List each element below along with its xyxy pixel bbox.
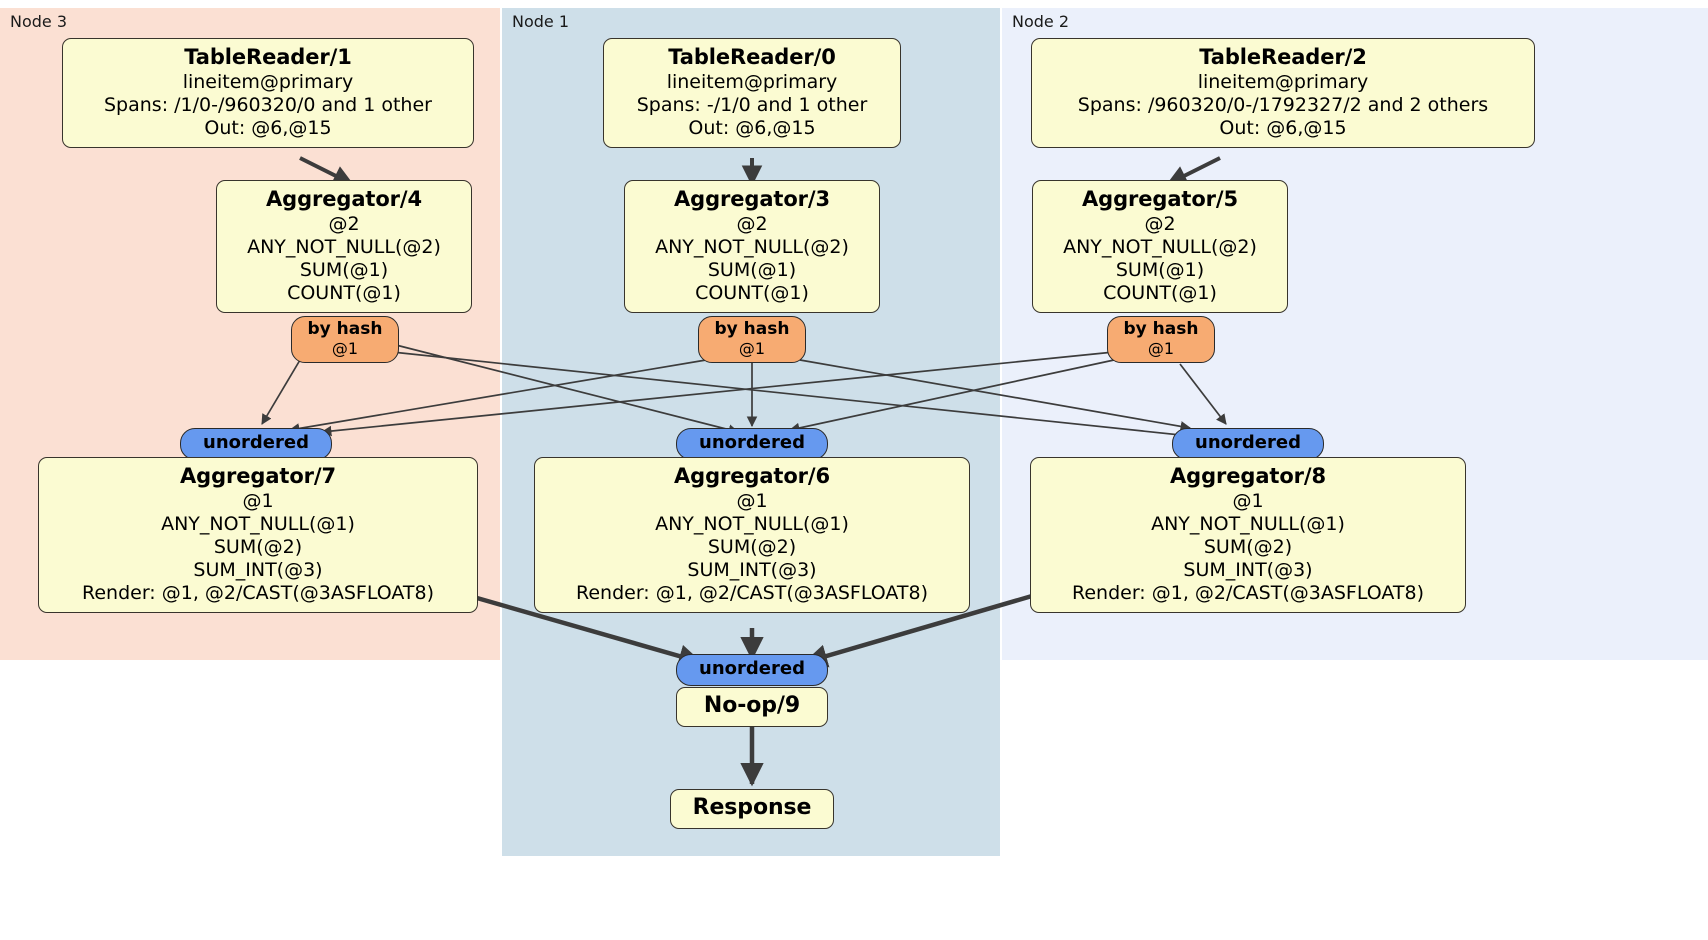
- processor-title: No-op/9: [703, 693, 801, 718]
- processor-title: Response: [692, 795, 812, 820]
- processor-title: TableReader/0: [668, 45, 836, 69]
- router-column: @1: [1147, 338, 1175, 358]
- processor-aggregator-6[interactable]: Aggregator/6 @1 ANY_NOT_NULL(@1) SUM(@2)…: [534, 457, 970, 614]
- processor-detail: Render: @1, @2/CAST(@3ASFLOAT8): [576, 582, 928, 605]
- processor-title: TableReader/2: [1199, 45, 1367, 69]
- router-column: @1: [331, 338, 359, 358]
- processor-detail: ANY_NOT_NULL(@1): [1151, 512, 1345, 535]
- processor-title: Aggregator/4: [265, 187, 423, 211]
- processor-detail: @1: [1232, 489, 1264, 512]
- processor-detail: Render: @1, @2/CAST(@3ASFLOAT8): [82, 582, 434, 605]
- processor-detail: lineitem@primary: [182, 70, 354, 93]
- processor-detail: ANY_NOT_NULL(@2): [247, 235, 441, 258]
- router-label: by hash: [714, 319, 790, 339]
- processor-detail: lineitem@primary: [1197, 70, 1369, 93]
- hash-router-node-2[interactable]: by hash @1: [1107, 316, 1215, 363]
- processor-detail: SUM_INT(@3): [1183, 559, 1313, 582]
- router-label: by hash: [1123, 319, 1199, 339]
- processor-detail: COUNT(@1): [1103, 282, 1217, 305]
- synchronizer-label: unordered: [699, 432, 805, 453]
- processor-detail: @2: [736, 212, 768, 235]
- processor-aggregator-8[interactable]: Aggregator/8 @1 ANY_NOT_NULL(@1) SUM(@2)…: [1030, 457, 1466, 614]
- synchronizer-label: unordered: [203, 432, 309, 453]
- router-column: @1: [738, 338, 766, 358]
- processor-detail: SUM_INT(@3): [193, 559, 323, 582]
- panel-node-3-label: Node 3: [10, 12, 68, 31]
- panel-node-1-label: Node 1: [512, 12, 570, 31]
- processor-title: Aggregator/8: [1169, 464, 1327, 488]
- processor-aggregator-3[interactable]: Aggregator/3 @2 ANY_NOT_NULL(@2) SUM(@1)…: [624, 180, 880, 314]
- processor-title: Aggregator/3: [673, 187, 831, 211]
- processor-detail: @1: [736, 489, 768, 512]
- processor-detail: @2: [328, 212, 360, 235]
- processor-title: Aggregator/7: [179, 464, 337, 488]
- router-label: by hash: [307, 319, 383, 339]
- processor-detail: Out: @6,@15: [688, 116, 816, 139]
- hash-router-node-3[interactable]: by hash @1: [291, 316, 399, 363]
- processor-detail: SUM(@2): [213, 535, 303, 558]
- processor-detail: COUNT(@1): [287, 282, 401, 305]
- processor-detail: Out: @6,@15: [1219, 116, 1347, 139]
- processor-detail: Spans: /960320/0-/1792327/2 and 2 others: [1077, 93, 1489, 116]
- processor-detail: @2: [1144, 212, 1176, 235]
- processor-aggregator-5[interactable]: Aggregator/5 @2 ANY_NOT_NULL(@2) SUM(@1)…: [1032, 180, 1288, 314]
- processor-detail: Spans: /1/0-/960320/0 and 1 other: [104, 93, 432, 116]
- synchronizer-label: unordered: [699, 658, 805, 679]
- processor-detail: SUM(@2): [707, 535, 797, 558]
- processor-detail: ANY_NOT_NULL(@2): [655, 235, 849, 258]
- synchronizer-node-2[interactable]: unordered: [1172, 428, 1324, 460]
- synchronizer-label: unordered: [1195, 432, 1301, 453]
- processor-detail: SUM(@2): [1203, 535, 1293, 558]
- processor-detail: ANY_NOT_NULL(@2): [1063, 235, 1257, 258]
- processor-detail: Out: @6,@15: [204, 116, 332, 139]
- processor-table-reader-1[interactable]: TableReader/1 lineitem@primary Spans: /1…: [62, 38, 474, 149]
- processor-aggregator-7[interactable]: Aggregator/7 @1 ANY_NOT_NULL(@1) SUM(@2)…: [38, 457, 478, 614]
- processor-detail: @1: [242, 489, 274, 512]
- synchronizer-node-1[interactable]: unordered: [676, 428, 828, 460]
- processor-title: Aggregator/5: [1081, 187, 1239, 211]
- processor-detail: Spans: -/1/0 and 1 other: [636, 93, 868, 116]
- processor-table-reader-0[interactable]: TableReader/0 lineitem@primary Spans: -/…: [603, 38, 901, 149]
- processor-aggregator-4[interactable]: Aggregator/4 @2 ANY_NOT_NULL(@2) SUM(@1)…: [216, 180, 472, 314]
- processor-detail: SUM(@1): [299, 258, 389, 281]
- processor-detail: SUM_INT(@3): [687, 559, 817, 582]
- processor-detail: SUM(@1): [1115, 258, 1205, 281]
- processor-title: TableReader/1: [184, 45, 352, 69]
- processor-detail: lineitem@primary: [666, 70, 838, 93]
- processor-no-op-9[interactable]: No-op/9: [676, 687, 828, 727]
- processor-detail: Render: @1, @2/CAST(@3ASFLOAT8): [1072, 582, 1424, 605]
- processor-detail: ANY_NOT_NULL(@1): [161, 512, 355, 535]
- processor-detail: ANY_NOT_NULL(@1): [655, 512, 849, 535]
- processor-title: Aggregator/6: [673, 464, 831, 488]
- processor-table-reader-2[interactable]: TableReader/2 lineitem@primary Spans: /9…: [1031, 38, 1535, 149]
- processor-response[interactable]: Response: [670, 789, 834, 829]
- processor-detail: SUM(@1): [707, 258, 797, 281]
- processor-detail: COUNT(@1): [695, 282, 809, 305]
- panel-node-2-label: Node 2: [1012, 12, 1070, 31]
- synchronizer-node-3[interactable]: unordered: [180, 428, 332, 460]
- synchronizer-final[interactable]: unordered: [676, 654, 828, 686]
- hash-router-node-1[interactable]: by hash @1: [698, 316, 806, 363]
